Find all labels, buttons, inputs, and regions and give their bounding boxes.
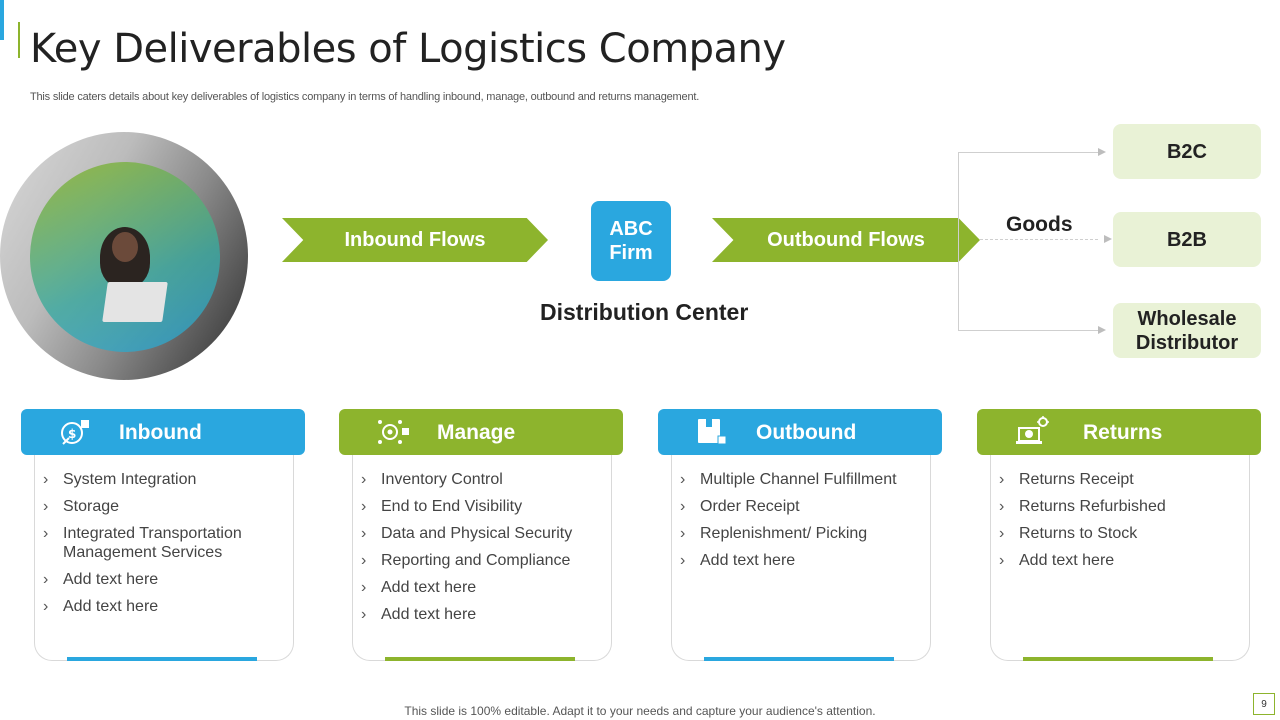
money-cube-icon: $ — [61, 420, 89, 445]
list-item: Returns to Stock — [999, 524, 1249, 543]
goods-label: Goods — [1006, 213, 1073, 236]
destination-wholesale-distributor: Wholesale Distributor — [1113, 303, 1261, 358]
card-manage-header: Manage — [339, 409, 623, 455]
destination-label: B2C — [1166, 140, 1207, 163]
card-outbound-body: Multiple Channel Fulfillment Order Recei… — [671, 455, 931, 661]
destination-b2b: B2B — [1113, 212, 1261, 267]
card-inbound-title: Inbound — [119, 421, 202, 444]
connector-vertical — [958, 152, 959, 331]
card-manage-title: Manage — [437, 421, 516, 444]
card-manage-body: Inventory Control End to End Visibility … — [352, 455, 612, 661]
card-outbound-list: Multiple Channel Fulfillment Order Recei… — [672, 455, 930, 570]
footer-note: This slide is 100% editable. Adapt it to… — [404, 704, 876, 718]
list-item: Add text here — [361, 605, 611, 624]
card-returns-header: Returns — [977, 409, 1261, 455]
office-photo — [0, 132, 248, 380]
card-returns-body: Returns Receipt Returns Refurbished Retu… — [990, 455, 1250, 661]
list-item: Reporting and Compliance — [361, 551, 611, 570]
list-item: Data and Physical Security — [361, 524, 611, 543]
connector-to-wholesale — [958, 330, 1098, 331]
outbound-flows-label: Outbound Flows — [767, 228, 925, 251]
distribution-center-label: Distribution Center — [540, 299, 749, 325]
gear-network-icon — [378, 420, 409, 444]
list-item: End to End Visibility — [361, 497, 611, 516]
list-item: Add text here — [999, 551, 1249, 570]
list-item: Add text here — [43, 570, 293, 589]
abc-firm-box: ABC Firm — [591, 201, 671, 281]
outbound-flows-arrow: Outbound Flows — [712, 218, 980, 262]
card-outbound-header: Outbound — [658, 409, 942, 455]
list-item: System Integration — [43, 470, 293, 489]
destination-label: B2B — [1166, 228, 1207, 251]
arrowhead-b2c — [1098, 148, 1106, 156]
list-item: Returns Receipt — [999, 470, 1249, 489]
card-returns-title: Returns — [1083, 421, 1163, 444]
card-inbound-list: System Integration Storage Integrated Tr… — [35, 455, 293, 616]
card-manage-list: Inventory Control End to End Visibility … — [353, 455, 611, 624]
card-underline — [67, 657, 257, 661]
inbound-flows-label: Inbound Flows — [344, 228, 486, 251]
list-item: Add text here — [680, 551, 930, 570]
card-underline — [385, 657, 575, 661]
page-number: 9 — [1253, 693, 1275, 715]
destination-b2c: B2C — [1113, 124, 1261, 179]
page-subtitle: This slide caters details about key deli… — [30, 91, 700, 103]
page-title: Key Deliverables of Logistics Company — [30, 26, 786, 72]
package-icon — [698, 419, 727, 445]
accent-bar-green — [18, 22, 20, 58]
card-inbound-body: System Integration Storage Integrated Tr… — [34, 455, 294, 661]
connector-to-b2c — [958, 152, 1098, 153]
list-item: Add text here — [43, 597, 293, 616]
list-item: Order Receipt — [680, 497, 930, 516]
list-item: Add text here — [361, 578, 611, 597]
arrowhead-wholesale — [1098, 326, 1106, 334]
laptop-money-icon — [1016, 416, 1049, 444]
svg-text:$: $ — [68, 427, 76, 441]
list-item: Inventory Control — [361, 470, 611, 489]
destination-label: Wholesale Distributor — [1135, 307, 1239, 354]
accent-bar-blue — [0, 0, 4, 40]
connector-to-b2b — [980, 239, 1098, 240]
list-item: Storage — [43, 497, 293, 516]
photo-person-head — [112, 232, 138, 262]
card-inbound-header: $ Inbound — [21, 409, 305, 455]
card-returns-list: Returns Receipt Returns Refurbished Retu… — [991, 455, 1249, 570]
card-underline — [704, 657, 894, 661]
abc-firm-label: ABC Firm — [609, 218, 653, 264]
card-outbound-title: Outbound — [756, 421, 857, 444]
arrowhead-b2b — [1104, 235, 1112, 243]
card-underline — [1023, 657, 1213, 661]
list-item: Replenishment/ Picking — [680, 524, 930, 543]
list-item: Returns Refurbished — [999, 497, 1249, 516]
list-item: Integrated Transportation Management Ser… — [43, 524, 243, 562]
inbound-flows-arrow: Inbound Flows — [282, 218, 548, 262]
list-item: Multiple Channel Fulfillment — [680, 470, 930, 489]
